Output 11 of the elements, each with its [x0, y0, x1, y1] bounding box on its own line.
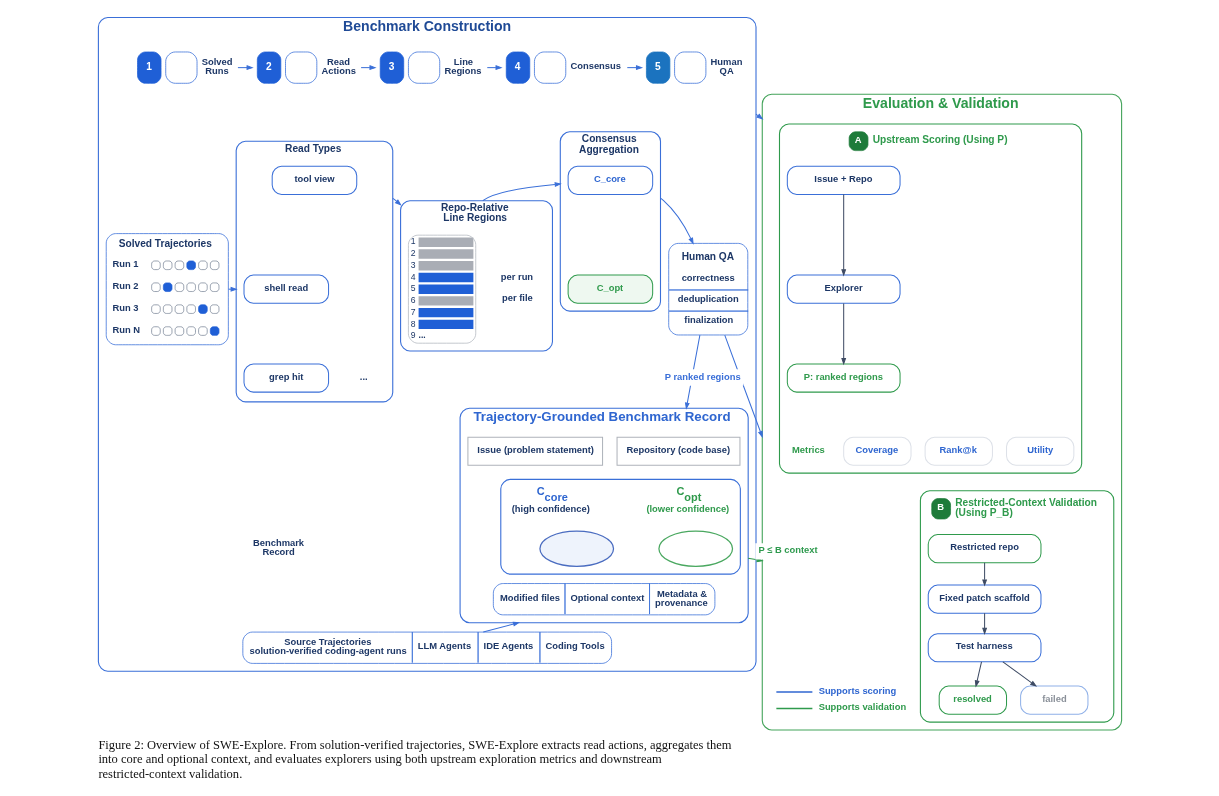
label: Benchmark Record: [252, 537, 304, 558]
edge-label: P ranked regions: [664, 370, 741, 382]
node-label: Consensus: [569, 60, 621, 72]
node-label: Solved Runs: [201, 55, 232, 77]
label: Metrics: [791, 443, 825, 455]
node-label: Human QA: [710, 55, 742, 77]
node-label: Read Actions: [321, 55, 356, 77]
caption: Figure 2: Overview of SWE-Explore. From solution-verified trajectories, SWE-Explore extracts read actions, aggregates them into core and optional context, and evaluates explorers using both upstream exploration metrics and downstream restricted-context validation.: [97, 738, 732, 781]
legend-label: Supports scoring: [818, 684, 896, 696]
legend-label: Supports validation: [818, 701, 906, 713]
node-label: Line Regions: [443, 55, 481, 77]
